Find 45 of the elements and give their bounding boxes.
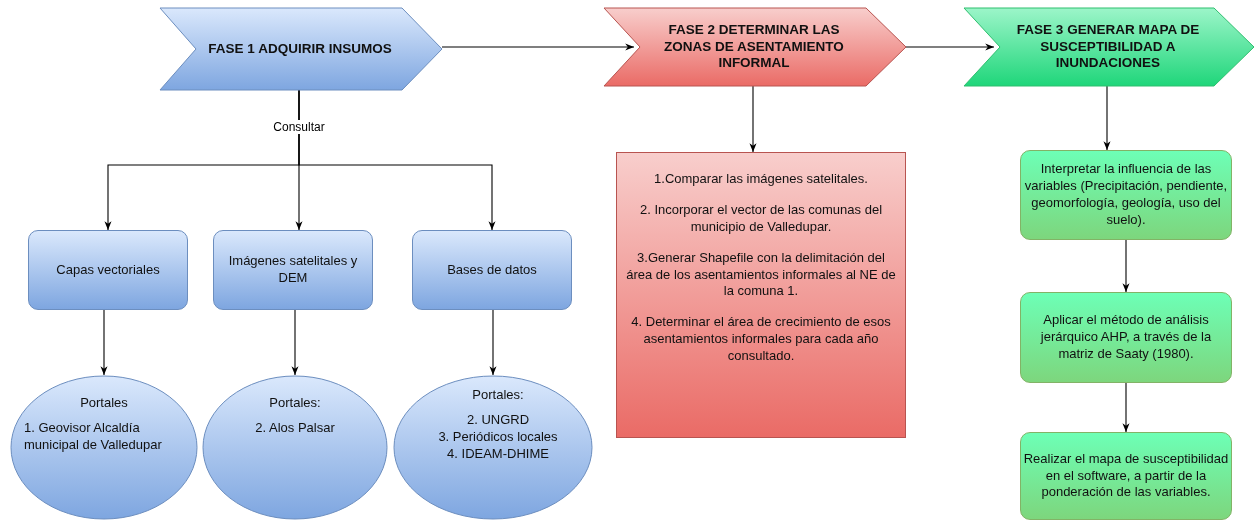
phase-heading: FASE 3 GENERAR MAPA DE SUSCEPTIBILIDAD A INUNDACIONES bbox=[1015, 21, 1201, 73]
portal-heading: Portales bbox=[80, 395, 128, 412]
portal-ellipse bbox=[202, 375, 388, 520]
list-item: 4. IDEAM-DHIME bbox=[447, 445, 549, 463]
step-box bbox=[1020, 292, 1232, 383]
arrow bbox=[1122, 239, 1130, 293]
step-text: 3.Generar Shapefile con la delimitación del área de los asentamientos informales al NE de la comuna 1. bbox=[625, 249, 897, 301]
arrow bbox=[441, 43, 635, 51]
portal-ellipse bbox=[393, 375, 593, 520]
box-text: Bases de datos bbox=[447, 261, 537, 279]
phase-chevron bbox=[964, 8, 1254, 86]
phase-heading: FASE 1 ADQUIRIR INSUMOS bbox=[208, 40, 392, 58]
phase-heading: FASE 2 DETERMINAR LAS ZONAS DE ASENTAMIENTO INFORMAL bbox=[663, 21, 845, 73]
arrow bbox=[749, 85, 757, 153]
portal-heading: Portales: bbox=[269, 395, 321, 412]
arrow bbox=[1122, 382, 1130, 433]
step-text: 4. Determinar el área de crecimiento de esos asentamientos informales para cada año consultado. bbox=[630, 314, 892, 365]
list-item: 2. UNGRD bbox=[466, 411, 530, 429]
step-box bbox=[1020, 150, 1232, 240]
step-text: 2. Incorporar el vector de las comunas del municipio de Valledupar. bbox=[638, 201, 884, 236]
step-box bbox=[616, 152, 906, 438]
box-text: Interpretar la influencia de las variables (Precipitación, pendiente, geomorfología, geología, uso del suelo). bbox=[1023, 161, 1229, 229]
arrow bbox=[100, 309, 108, 376]
list-item: 1. Geovisor Alcaldía municipal de Valledupar bbox=[24, 419, 163, 454]
source-box bbox=[213, 230, 373, 310]
step-box bbox=[1020, 432, 1232, 520]
arrow bbox=[291, 309, 299, 376]
step-text: 1.Comparar las imágenes satelitales. bbox=[654, 171, 868, 188]
portal-ellipse bbox=[10, 375, 198, 520]
phase-chevron bbox=[604, 8, 906, 86]
phase-chevron bbox=[160, 8, 442, 90]
source-box bbox=[412, 230, 572, 310]
box-text: Realizar el mapa de susceptibilidad en el software, a partir de la ponderación de las variables. bbox=[1023, 450, 1229, 502]
arrow bbox=[1103, 85, 1111, 151]
box-text: Capas vectoriales bbox=[56, 261, 160, 279]
portal-heading: Portales: bbox=[472, 387, 524, 404]
arrow bbox=[489, 309, 497, 376]
list-item: 3. Periódicos locales bbox=[438, 428, 558, 446]
edge-label: Consultar bbox=[272, 120, 326, 134]
arrow bbox=[298, 89, 496, 231]
source-box bbox=[28, 230, 188, 310]
arrow bbox=[905, 43, 995, 51]
box-text: Aplicar el método de análisis jerárquico AHP, a través de la matriz de Saaty (1980). bbox=[1039, 312, 1213, 363]
list-item: 2. Alos Palsar bbox=[255, 419, 335, 437]
box-text: Imágenes satelitales y DEM bbox=[227, 253, 359, 287]
